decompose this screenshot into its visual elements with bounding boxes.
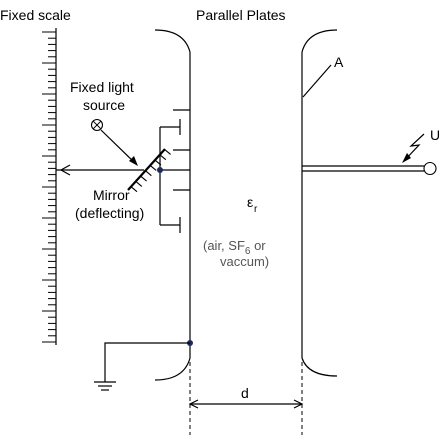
svg-text:r: r: [254, 204, 258, 215]
incident-ray-arrowhead: [129, 156, 138, 166]
permittivity-label: ε r: [247, 194, 258, 215]
fixed-scale-label: Fixed scale: [0, 7, 71, 23]
medium-label: (air, SF6 or vaccum): [203, 238, 269, 269]
deflecting-vane: [159, 109, 190, 233]
mirror-hatch-line: [164, 148, 171, 155]
scale-ticks: [42, 31, 56, 343]
voltage-lightning-icon: [402, 133, 425, 163]
mirror-hatch-line: [140, 175, 147, 182]
light-source-icon: [90, 118, 104, 132]
gap-label: d: [241, 385, 249, 401]
mirror-hatch-line: [149, 164, 157, 171]
voltage-terminal-icon: [423, 161, 437, 176]
reflected-ray-arrowhead: [59, 164, 71, 176]
mirror-pivot-node: [157, 167, 163, 173]
plate-a-label: A: [334, 54, 344, 70]
gap-dimension: [188, 362, 304, 435]
medium-label-line2: vaccum): [220, 254, 269, 269]
mirror-hatch-line: [145, 170, 152, 177]
mirror-label-line2: (deflecting): [75, 205, 144, 221]
ground-icon: [94, 342, 190, 391]
mirror-hatch-line: [130, 186, 138, 193]
incident-ray: [100, 129, 137, 165]
svg-text:ε: ε: [247, 194, 253, 210]
mirror-hatch-line: [135, 180, 143, 187]
right-plate-a: [301, 29, 338, 377]
light-source-label-line2: source: [83, 97, 125, 113]
parallel-plates-title: Parallel Plates: [196, 7, 286, 23]
voltage-lead: [302, 161, 437, 176]
left-plate: [154, 29, 191, 381]
fixed-scale: [42, 28, 57, 345]
svg-text:(air, SF6 or: (air, SF6 or: [203, 238, 266, 257]
light-source-label-line1: Fixed light: [70, 79, 134, 95]
mirror-hatch-line: [159, 154, 167, 161]
mirror-icon: [127, 148, 171, 193]
plate-a-leader: [302, 64, 332, 98]
mirror-label-line1: Mirror: [93, 187, 130, 203]
voltage-label: U: [430, 127, 440, 143]
